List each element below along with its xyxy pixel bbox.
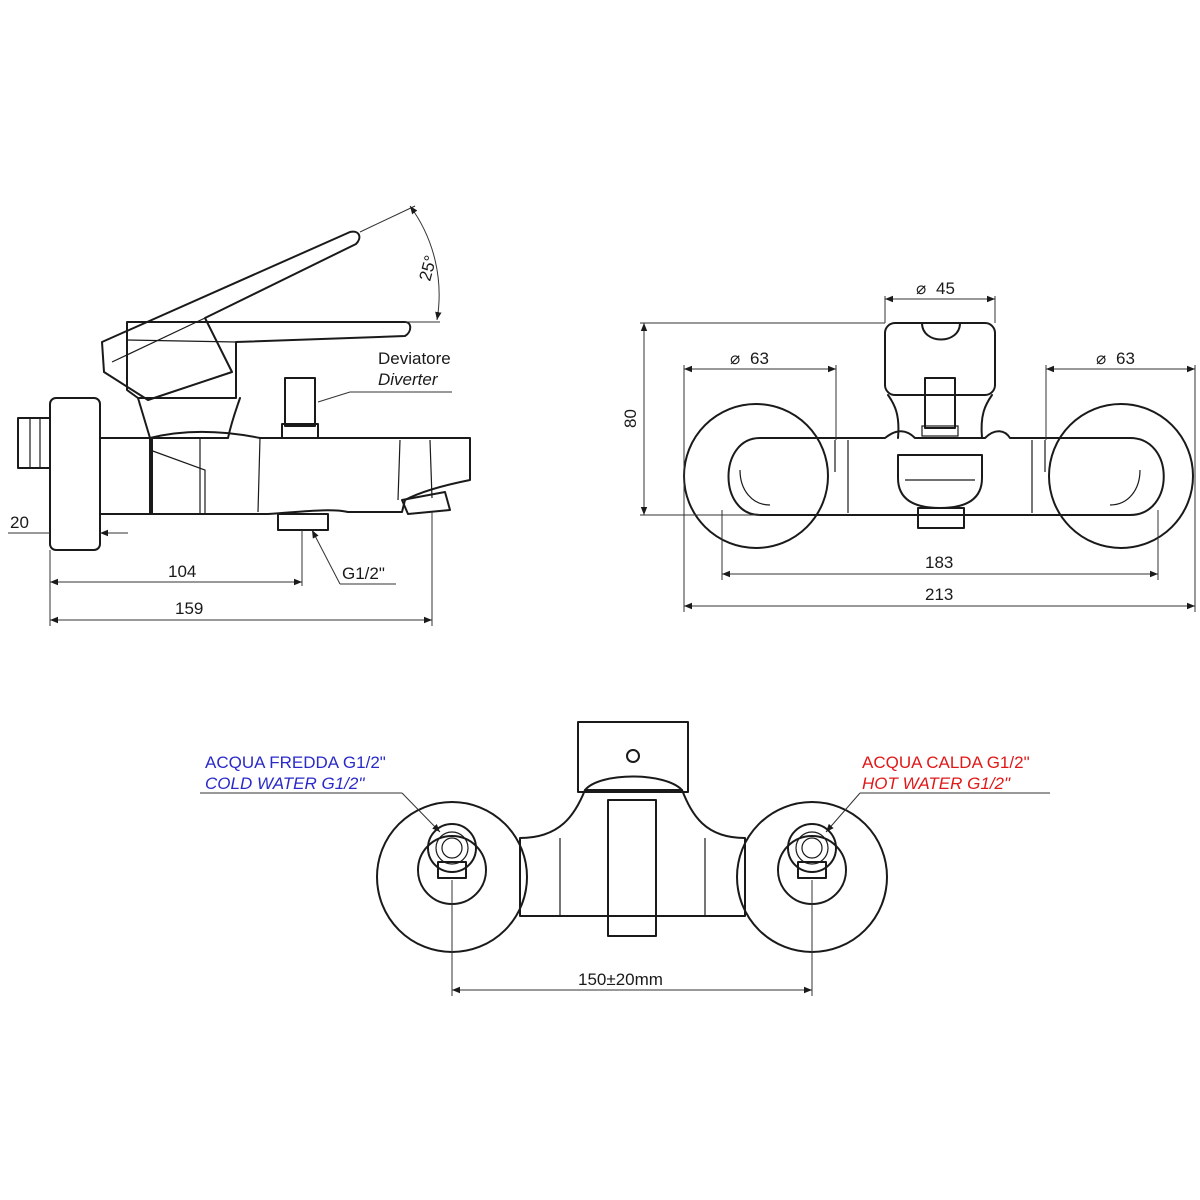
- cold-label-en: COLD WATER G1/2": [205, 774, 365, 793]
- rear-body: [519, 789, 746, 917]
- dim-20: 20: [10, 513, 29, 532]
- wall-connector: [17, 417, 51, 469]
- dim-80: 80: [621, 409, 640, 428]
- dim-213: 213: [925, 585, 953, 604]
- outlet-thread-label: G1/2": [342, 564, 385, 583]
- front-diverter: [924, 377, 956, 429]
- dim-104: 104: [168, 562, 196, 581]
- aerator: [401, 491, 451, 515]
- handle-closed: [126, 321, 412, 399]
- diverter-knob: [284, 377, 316, 427]
- angle-arc: [409, 205, 442, 321]
- diverter-label-en: Diverter: [378, 370, 439, 389]
- rear-handle: [577, 721, 689, 793]
- left-disc: [683, 403, 829, 549]
- rear-outlet: [607, 915, 657, 937]
- body-connector: [99, 437, 153, 515]
- dia-63-right-symbol: ⌀: [1096, 349, 1106, 368]
- handle-top: [884, 322, 996, 396]
- diverter-label-it: Deviatore: [378, 349, 451, 368]
- rear-diverter: [607, 799, 657, 917]
- bottom-outlet: [277, 513, 329, 531]
- front-view: ⌀ 45 ⌀ 63 ⌀ 63 80 183 213: [621, 279, 1196, 612]
- wall-flange: [49, 397, 101, 551]
- dim-183: 183: [925, 553, 953, 572]
- angle-label: 25°: [416, 253, 441, 283]
- centres-dim: 150±20mm: [578, 970, 663, 989]
- dia-63-left-symbol: ⌀: [730, 349, 740, 368]
- right-disc: [1048, 403, 1194, 549]
- rear-view: ACQUA FREDDA G1/2" COLD WATER G1/2" ACQU…: [200, 721, 1050, 996]
- cold-inlet: [417, 823, 487, 905]
- hot-label-it: ACQUA CALDA G1/2": [862, 753, 1030, 772]
- front-body: [727, 430, 1165, 516]
- spout-body: [149, 430, 471, 515]
- diverter-base: [281, 423, 319, 439]
- dim-159: 159: [175, 599, 203, 618]
- side-view: 25° Deviatore Diverter 20 104 159 G1/2": [8, 205, 471, 626]
- cold-label-it: ACQUA FREDDA G1/2": [205, 753, 386, 772]
- dia-63-right: 63: [1116, 349, 1135, 368]
- dia-45: 45: [936, 279, 955, 298]
- hot-label-en: HOT WATER G1/2": [862, 774, 1011, 793]
- front-spout: [897, 454, 983, 509]
- front-outlet: [917, 507, 965, 529]
- dia-45-symbol: ⌀: [916, 279, 926, 298]
- handle-open: [101, 230, 361, 401]
- dia-63-left: 63: [750, 349, 769, 368]
